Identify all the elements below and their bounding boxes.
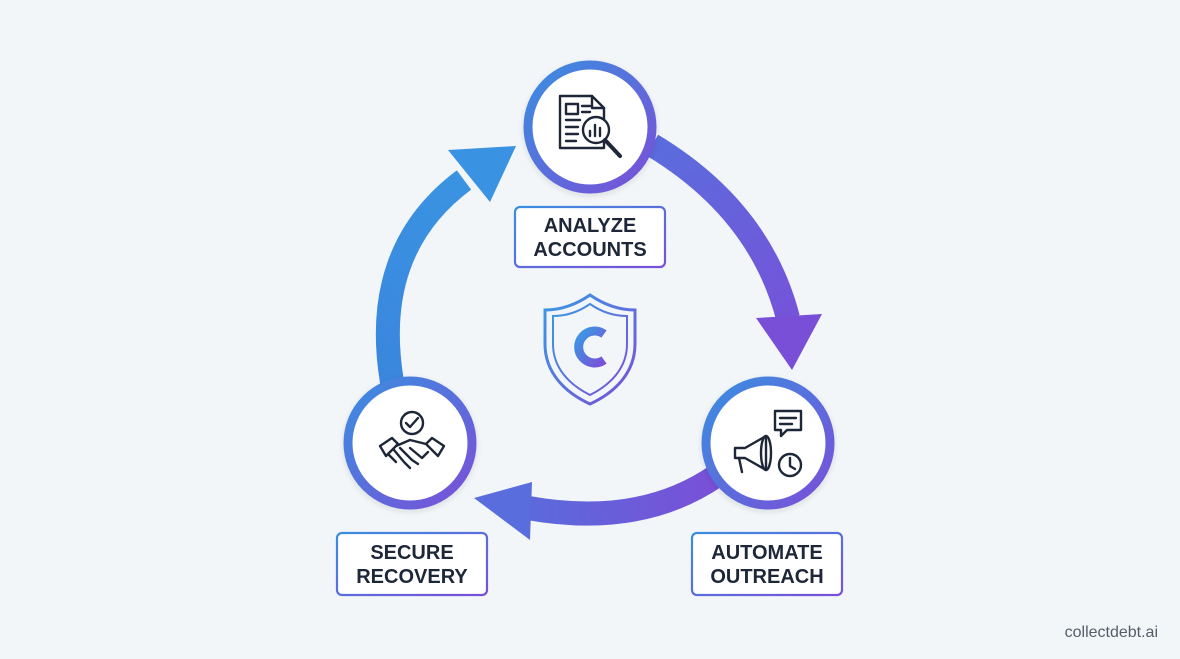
center-logo-letter: C xyxy=(590,355,591,357)
step-analyze-accounts: ANALYZE ACCOUNTS xyxy=(513,60,667,269)
megaphone-chat-clock-icon xyxy=(733,409,803,478)
step-secure-recovery: SECURE RECOVERY xyxy=(335,376,489,597)
step-analyze-label-line1: ANALYZE xyxy=(544,215,637,237)
step-automate-label-line2: OUTREACH xyxy=(710,566,823,588)
watermark: collectdebt.ai xyxy=(1064,624,1158,641)
step-analyze-label-line2: ACCOUNTS xyxy=(533,239,646,261)
handshake-check-icon xyxy=(378,410,446,470)
arrow-analyze-to-automate xyxy=(645,134,822,370)
arrow-secure-to-analyze xyxy=(375,146,516,384)
arrow-automate-to-secure xyxy=(474,466,723,540)
step-automate-label-line1: AUTOMATE xyxy=(711,542,822,564)
step-automate-outreach: AUTOMATE OUTREACH xyxy=(690,376,844,597)
step-secure-label-line2: RECOVERY xyxy=(356,566,468,588)
step-secure-label-line1: SECURE xyxy=(370,542,453,564)
shield-c-logo-icon: C xyxy=(543,293,637,406)
document-analysis-icon xyxy=(558,94,622,158)
